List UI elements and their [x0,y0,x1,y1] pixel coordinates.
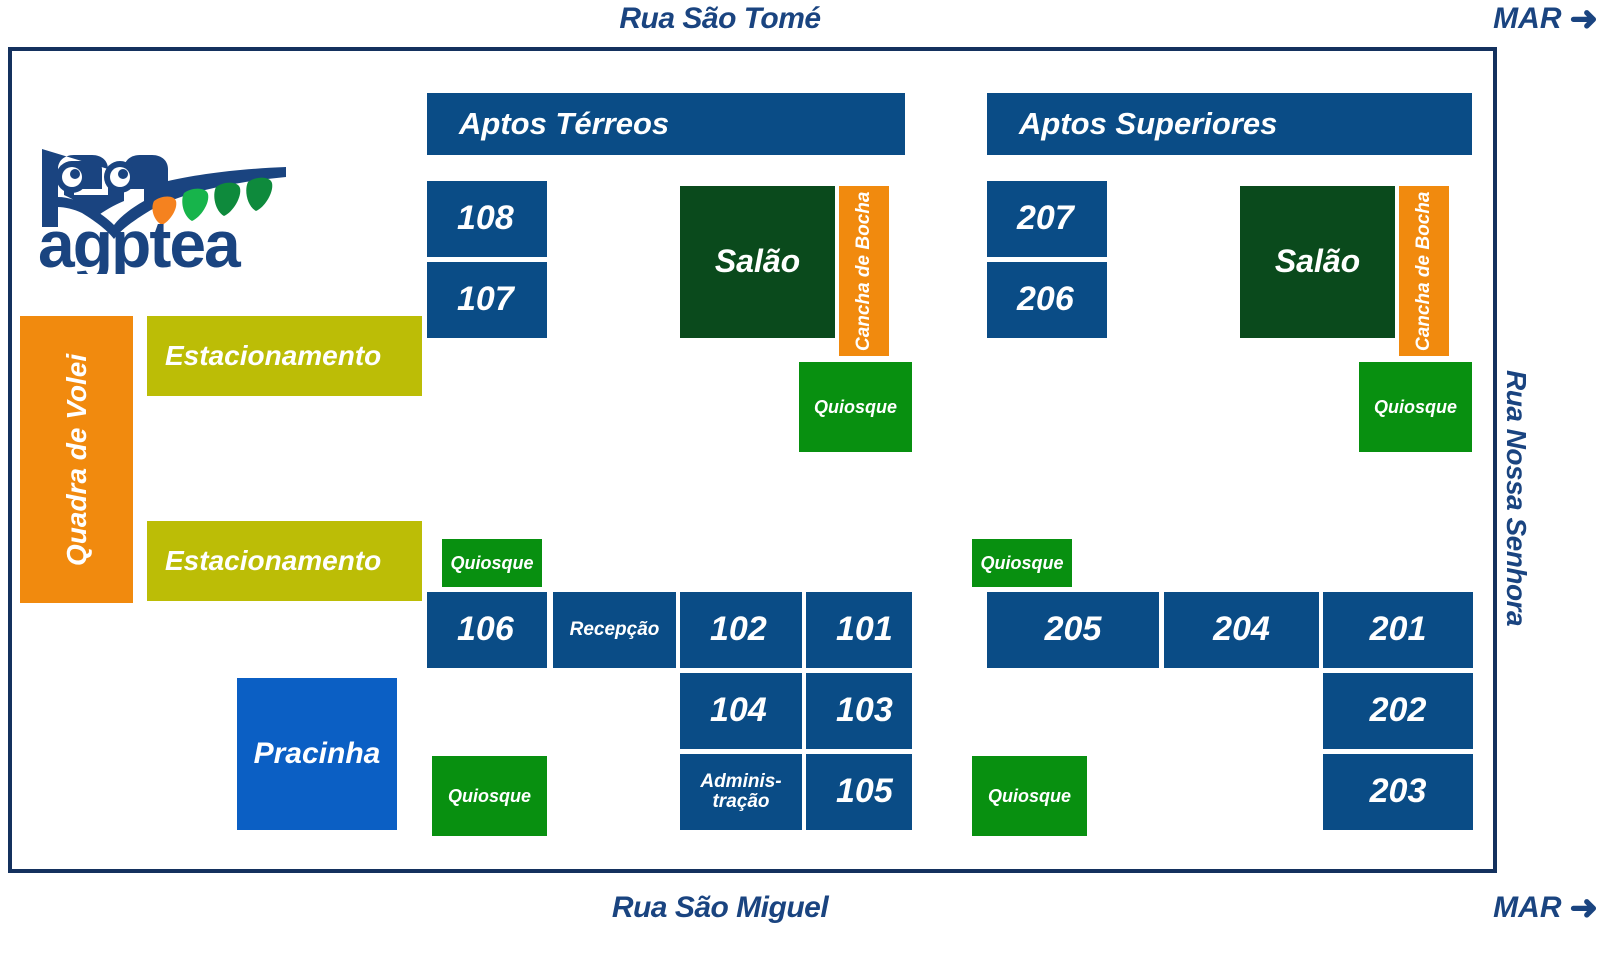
room-block-206[interactable]: 206 [987,262,1107,338]
room-block-202[interactable]: 202 [1323,673,1473,749]
mar-label-bottom: MAR [1493,891,1562,924]
room-block-106[interactable]: 106 [427,592,547,668]
room-block-107[interactable]: 107 [427,262,547,338]
room-block-104[interactable]: 104 [680,673,802,749]
kiosk-block-5[interactable]: Quiosque [972,539,1072,587]
arrow-right-icon: ➜ [1569,889,1599,927]
street-label-bottom: Rua São Miguel [611,891,829,924]
direction-tag-bottom: MAR ➜ [1493,891,1598,925]
kiosk-block-1[interactable]: Quiosque [799,362,912,452]
kiosk-block-2[interactable]: Quiosque [1359,362,1472,452]
room-block-102[interactable]: 102 [680,592,802,668]
street-label-top: Rua São Tomé [619,2,821,35]
kiosk-block-6[interactable]: Quiosque [972,756,1087,836]
room-block-205[interactable]: 205 [987,592,1159,668]
svg-text:agptea: agptea [38,207,242,274]
section-header-ground-floor: Aptos Térreos [427,93,905,155]
cancha-de-bocha-block-upper[interactable]: Cancha de Bocha [1399,186,1449,356]
quadra-de-volei-block[interactable]: Quadra de Volei [20,316,133,603]
room-block-203[interactable]: 203 [1323,754,1473,830]
salao-block-ground[interactable]: Salão [680,186,835,338]
kiosk-block-4[interactable]: Quiosque [432,756,547,836]
administration-block[interactable]: Adminis- tração [680,754,802,830]
agptea-logo: agptea [34,139,334,281]
street-label-right: Rua Nossa Senhora [1501,370,1532,627]
room-block-204[interactable]: 204 [1164,592,1319,668]
section-header-upper-floor: Aptos Superiores [987,93,1472,155]
room-block-207[interactable]: 207 [987,181,1107,257]
room-block-103[interactable]: 103 [806,673,912,749]
pracinha-block[interactable]: Pracinha [237,678,397,830]
room-block-201[interactable]: 201 [1323,592,1473,668]
parking-block-upper[interactable]: Estacionamento [147,316,422,396]
cancha-de-bocha-block-ground[interactable]: Cancha de Bocha [839,186,889,356]
salao-block-upper[interactable]: Salão [1240,186,1395,338]
kiosk-block-3[interactable]: Quiosque [442,539,542,587]
parking-block-lower[interactable]: Estacionamento [147,521,422,601]
direction-tag-top: MAR ➜ [1493,2,1598,36]
arrow-right-icon: ➜ [1569,0,1599,38]
room-block-108[interactable]: 108 [427,181,547,257]
mar-label-top: MAR [1493,2,1562,35]
reception-block[interactable]: Recepção [553,592,676,668]
room-block-105[interactable]: 105 [806,754,912,830]
map-frame: agptea Aptos Térreos Aptos Superiores 10… [8,47,1497,873]
room-block-101[interactable]: 101 [806,592,912,668]
